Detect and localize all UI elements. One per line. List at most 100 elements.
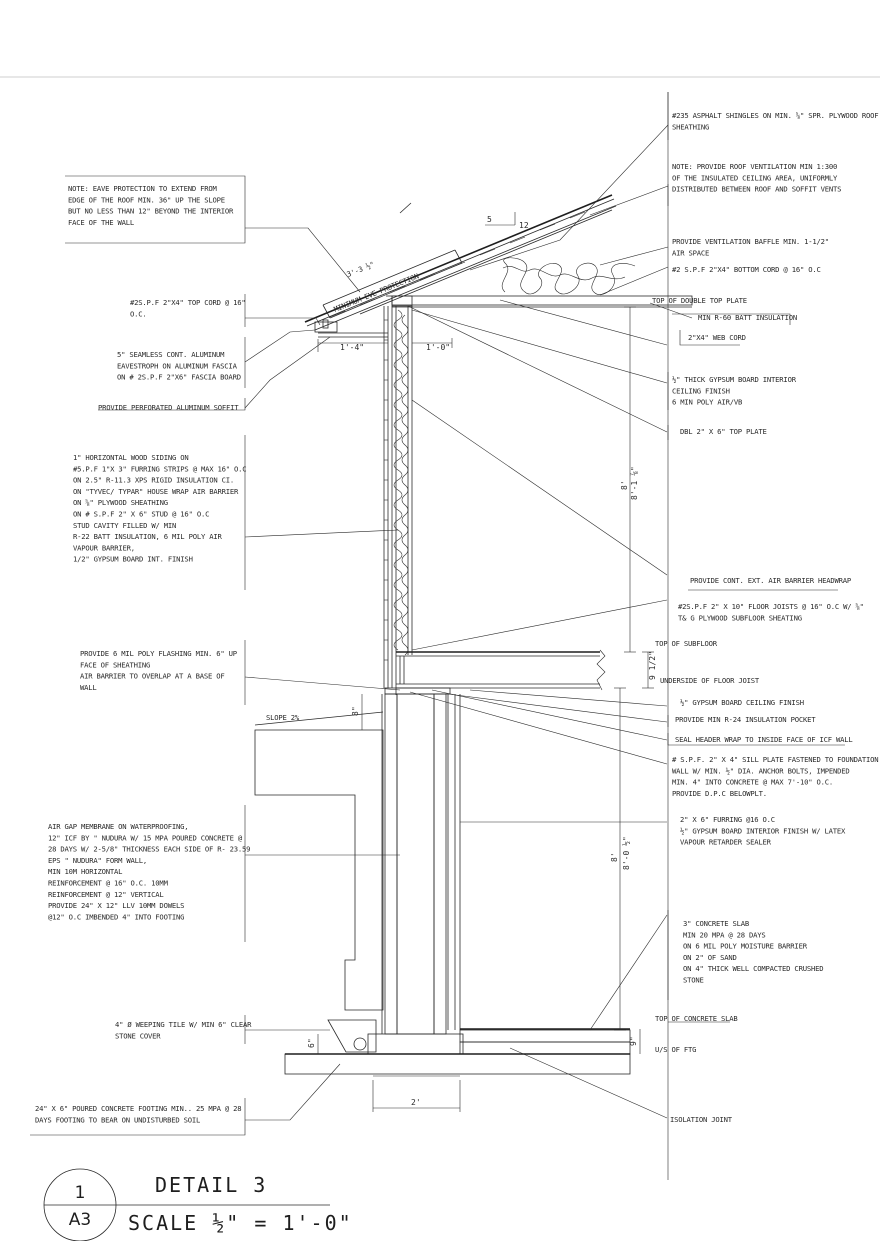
note-left-6-line: 12" ICF BY " NUDURA W/ 15 MPA POURED CON…	[48, 833, 243, 842]
note-right-16: # S.P.F. 2" X 4" SILL PLATE FASTENED TO …	[672, 755, 878, 798]
note-left-4: 1" HORIZONTAL WOOD SIDING ON #5.P.F 1"X 3…	[73, 453, 246, 564]
foundation	[254, 693, 631, 1075]
note-right-1-line: NOTE: PROVIDE ROOF VENTILATION MIN 1:300	[672, 162, 837, 171]
note-right-16-line: WALL W/ MIN. ½" DIA. ANCHOR BOLTS, IMPEN…	[672, 766, 849, 775]
note-left-1: #2S.P.F 2"X4" TOP CORD @ 16" O.C.	[130, 298, 246, 318]
basement-height-a: 8'	[610, 852, 619, 862]
note-left-2-line: ON # 2S.P.F 2"X6" FASCIA BOARD	[117, 373, 241, 382]
note-left-0-line: NOTE: EAVE PROTECTION TO EXTEND FROM	[68, 184, 217, 193]
note-right-18-line: ON 4" THICK WELL COMPACTED CRUSHED	[683, 964, 823, 973]
note-right-2-line: PROVIDE VENTILATION BAFFLE MIN. 1-1/2"	[672, 237, 829, 246]
note-right-17-line: 2" X 6" FURRING @16 O.C	[680, 815, 775, 824]
slab-dimension: 9"	[629, 1036, 638, 1046]
note-right-9-line: PROVIDE CONT. EXT. AIR BARRIER HEADWRAP	[690, 576, 851, 585]
note-left-5-line: PROVIDE 6 MIL POLY FLASHING MIN. 6" UP	[80, 649, 237, 658]
note-brackets	[30, 92, 845, 1136]
note-right-4: TOP OF DOUBLE TOP PLATE	[652, 296, 747, 305]
note-left-4-line: ON 2.5" R-11.3 XPS RIGID INSULATION CI.	[73, 476, 234, 485]
note-right-13-line: ½" GYPSUM BOARD CEILING FINISH	[680, 698, 804, 707]
note-right-18-line: ON 2" OF SAND	[683, 953, 737, 962]
note-left-4-line: STUD CAVITY FILLED W/ MIN	[73, 521, 176, 530]
note-left-0-line: FACE OF THE WALL	[68, 218, 134, 227]
wall-height-b: 8'-1 ⅞"	[630, 466, 639, 500]
note-right-8-line: DBL 2" X 6" TOP PLATE	[680, 427, 767, 436]
note-right-20: U/S OF FTG	[655, 1045, 696, 1054]
note-left-4-line: ON "TYVEC/ TYPAR" HOUSE WRAP AIR BARRIER	[73, 487, 239, 496]
note-right-11: TOP OF SUBFLOOR	[655, 639, 718, 648]
note-right-2: PROVIDE VENTILATION BAFFLE MIN. 1-1/2"AI…	[672, 237, 829, 257]
note-right-10-line: #2S.P.F 2" X 10" FLOOR JOISTS @ 16" O.C …	[678, 602, 864, 611]
note-right-3-line: #2 S.P.F 2"X4" BOTTOM CORD @ 16" O.C	[672, 265, 821, 274]
note-right-4-line: TOP OF DOUBLE TOP PLATE	[652, 296, 747, 305]
note-right-6-line: 2"X4" WEB CORD	[688, 333, 746, 342]
detail-title: DETAIL 3	[155, 1173, 267, 1197]
note-right-19: TOP OF CONCRETE SLAB	[655, 1014, 738, 1023]
note-right-5: MIN R-60 BATT INSULATION	[698, 313, 797, 322]
note-left-8-line: 24" X 6" POURED CONCRETE FOOTING MIN.. 2…	[35, 1104, 241, 1113]
note-right-0: #235 ASPHALT SHINGLES ON MIN. ⅝" SPR. PL…	[672, 111, 878, 131]
note-right-16-line: MIN. 4" INTO CONCRETE @ MAX 7'-10" O.C.	[672, 778, 833, 787]
drawing-labels: MINIMUM EVE PROTECTION 3'-3 ½" 5 12 1'-4…	[266, 215, 657, 1107]
wall-height-a: 8'	[620, 480, 629, 490]
note-left-8-line: DAYS FOOTING TO BEAR ON UNDISTURBED SOIL	[35, 1115, 200, 1124]
note-right-7-line: CEILING FINISH	[672, 386, 730, 395]
note-right-17-line: ½" GYPSUM BOARD INTERIOR FINISH W/ LATEX	[680, 826, 846, 835]
note-right-17-line: VAPOUR RETARDER SEALER	[680, 838, 772, 847]
note-right-18-line: ON 6 MIL POLY MOISTURE BARRIER	[683, 942, 808, 951]
title-block: 1 A3 DETAIL 3 SCALE ½" = 1'-0"	[43, 1168, 351, 1241]
note-right-12-line: UNDERSIDE OF FLOOR JOIST	[660, 676, 760, 685]
note-right-15: SEAL HEADER WRAP TO INSIDE FACE OF ICF W…	[675, 735, 852, 744]
note-left-5: PROVIDE 6 MIL POLY FLASHING MIN. 6" UP FA…	[80, 649, 237, 692]
note-right-8: DBL 2" X 6" TOP PLATE	[680, 427, 767, 436]
note-left-0-line: BUT NO LESS THAN 12" BEYOND THE INTERIOR	[68, 207, 234, 216]
sheet-number: A3	[69, 1210, 91, 1230]
note-right-13: ½" GYPSUM BOARD CEILING FINISH	[680, 698, 804, 707]
note-right-18-line: MIN 20 MPA @ 28 DAYS	[683, 930, 766, 939]
pitch-rise-label: 12	[519, 221, 529, 230]
note-left-6-line: REINFORCEMENT @ 16" O.C. 10MM	[48, 879, 169, 888]
footing-width: 2'	[411, 1098, 421, 1107]
note-left-1-line: O.C.	[130, 309, 147, 318]
note-right-17: 2" X 6" FURRING @16 O.C ½" GYPSUM BOARD I…	[680, 815, 846, 847]
note-right-10: #2S.P.F 2" X 10" FLOOR JOISTS @ 16" O.C …	[678, 602, 864, 622]
note-left-4-line: 1/2" GYPSUM BOARD INT. FINISH	[73, 555, 193, 564]
note-right-9: PROVIDE CONT. EXT. AIR BARRIER HEADWRAP	[690, 576, 851, 585]
plate-dimension: 1'-0"	[426, 343, 450, 352]
note-left-6-line: PROVIDE 24" X 12" LLV 10MM DOWELS	[48, 901, 184, 910]
note-left-4-line: #5.P.F 1"X 3" FURRING STRIPS @ MAX 16" O…	[73, 464, 246, 473]
notes-right: #235 ASPHALT SHINGLES ON MIN. ⅝" SPR. PL…	[652, 111, 879, 1124]
grade-height: 8"	[351, 706, 360, 716]
note-left-6: AIR GAP MEMBRANE ON WATERPROOFING,12" IC…	[48, 822, 250, 921]
note-right-14: PROVIDE MIN R-24 INSULATION POCKET	[675, 715, 816, 724]
note-left-7-line: STONE COVER	[115, 1031, 161, 1040]
upper-wall	[383, 295, 413, 688]
note-right-16-line: # S.P.F. 2" X 4" SILL PLATE FASTENED TO …	[672, 755, 878, 764]
pitch-run-label: 5	[487, 215, 492, 224]
note-right-5-line: MIN R-60 BATT INSULATION	[698, 313, 797, 322]
note-right-18-line: 3" CONCRETE SLAB	[683, 919, 749, 928]
note-right-1: NOTE: PROVIDE ROOF VENTILATION MIN 1:300…	[672, 162, 841, 194]
note-left-5-line: WALL	[80, 683, 97, 692]
note-right-18: 3" CONCRETE SLAB MIN 20 MPA @ 28 DAYS ON 6…	[683, 919, 823, 985]
note-left-4-line: 1" HORIZONTAL WOOD SIDING ON	[73, 453, 189, 462]
note-right-10-line: T& G PLYWOOD SUBFLOOR SHEATING	[678, 613, 802, 622]
attic-insulation	[386, 257, 693, 308]
note-left-6-line: @12" O.C IMBENDED 4" INTO FOOTING	[48, 912, 184, 921]
note-right-1-line: DISTRIBUTED BETWEEN ROOF AND SOFFIT VENT…	[672, 185, 841, 194]
soffit-dimension: 1'-4"	[340, 343, 364, 352]
note-right-16-line: PROVIDE D.P.C BELOWPLT.	[672, 789, 767, 798]
note-right-12: UNDERSIDE OF FLOOR JOIST	[660, 676, 760, 685]
note-right-11-line: TOP OF SUBFLOOR	[655, 639, 718, 648]
joist-depth: 9 1/2"	[648, 651, 657, 680]
note-right-14-line: PROVIDE MIN R-24 INSULATION POCKET	[675, 715, 816, 724]
note-right-3: #2 S.P.F 2"X4" BOTTOM CORD @ 16" O.C	[672, 265, 821, 274]
note-left-5-line: FACE OF SHEATHING	[80, 660, 150, 669]
note-left-2-line: EAVESTROPH ON ALUMINUM FASCIA	[117, 361, 238, 370]
note-left-4-line: VAPOUR BARRIER,	[73, 543, 135, 552]
note-left-1-line: #2S.P.F 2"X4" TOP CORD @ 16"	[130, 298, 246, 307]
note-right-1-line: OF THE INSULATED CEILING AREA, UNIFORMLY	[672, 173, 838, 182]
